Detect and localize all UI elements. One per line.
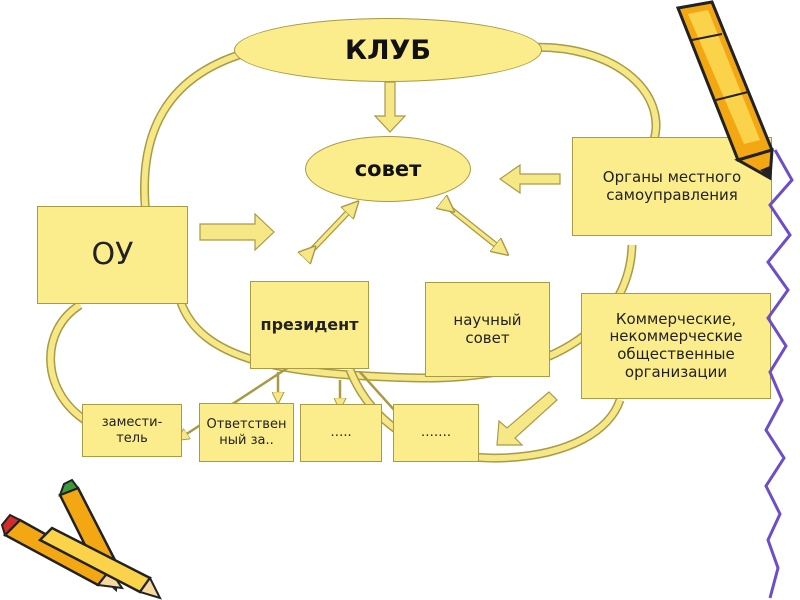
ou-node: ОУ (37, 206, 188, 304)
local-government-label: Органы местного самоуправления (602, 167, 742, 204)
local-government-node: Органы местного самоуправления (572, 137, 772, 236)
crayon-icon (675, 0, 775, 181)
arrow-club-to-council (373, 81, 407, 133)
president-node: президент (250, 281, 369, 369)
council-label: совет (354, 157, 422, 181)
placeholder-node-2: ……. (393, 404, 479, 462)
pencils-icon (0, 478, 162, 600)
council-node: совет (305, 136, 471, 202)
organizations-label: Коммерческие, некоммерческие общественны… (609, 309, 743, 381)
club-label: КЛУБ (345, 34, 431, 66)
arrow-orgs-to-dots (496, 391, 558, 446)
science-council-node: научный совет (425, 282, 550, 377)
squiggle-decoration (764, 149, 794, 599)
arrow-local-to-council (498, 163, 561, 195)
ou-label: ОУ (91, 237, 134, 273)
placeholder-node-1: ….. (300, 404, 382, 462)
arrow-ou-to-center (199, 212, 275, 252)
placeholder-label-2: ……. (420, 425, 452, 441)
double-arrow-council-science (448, 207, 502, 250)
president-label: президент (260, 314, 359, 334)
placeholder-label-1: ….. (330, 425, 352, 441)
club-node: КЛУБ (234, 18, 542, 82)
deputy-node: замести-тель (82, 404, 182, 457)
science-council-label: научный совет (453, 310, 522, 347)
deputy-label: замести-тель (101, 415, 163, 446)
double-arrow-council-president (310, 207, 353, 252)
organizations-node: Коммерческие, некоммерческие общественны… (581, 293, 771, 399)
responsible-node: Ответственный за.. (199, 403, 294, 462)
responsible-label: Ответственный за.. (206, 417, 287, 448)
